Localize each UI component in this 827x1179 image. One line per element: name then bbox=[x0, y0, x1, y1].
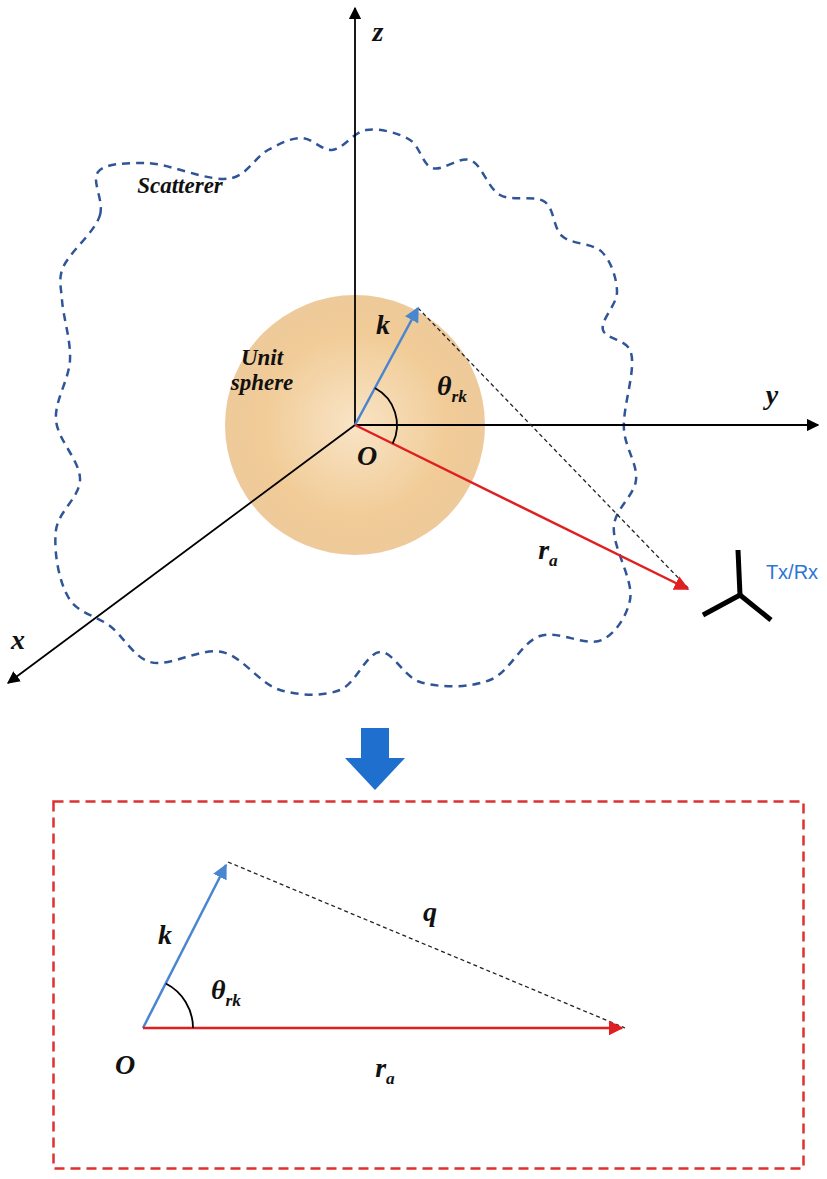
vector-label: k bbox=[376, 310, 390, 341]
angle-arc bbox=[166, 984, 193, 1029]
y-axis bbox=[355, 424, 818, 426]
angle-label: θrk bbox=[211, 975, 241, 1006]
vector-label: ra bbox=[538, 535, 558, 566]
region-label: Scatterer bbox=[137, 173, 223, 198]
axis-label: y bbox=[766, 380, 778, 411]
sphere-label: Unit sphere bbox=[212, 345, 312, 396]
distance-line bbox=[228, 862, 625, 1028]
vector-label: q bbox=[423, 897, 437, 928]
vector-label: k bbox=[158, 920, 172, 951]
transition-arrow bbox=[345, 728, 405, 790]
k-vector bbox=[143, 865, 226, 1028]
antenna-label: Tx/Rx bbox=[766, 561, 818, 583]
z-axis bbox=[354, 8, 356, 425]
x-axis bbox=[8, 425, 355, 683]
scatterer-region: ScattererUnit sphere bbox=[50, 120, 645, 700]
vector-label: ra bbox=[375, 1053, 395, 1084]
angle-label: θrk bbox=[437, 371, 467, 402]
axis-label: z bbox=[373, 17, 384, 48]
antenna-symbol bbox=[703, 550, 771, 620]
origin-label: O bbox=[115, 1050, 135, 1081]
origin-label: O bbox=[357, 441, 377, 472]
axis-label: x bbox=[11, 625, 25, 656]
ra-vector bbox=[143, 1027, 622, 1030]
